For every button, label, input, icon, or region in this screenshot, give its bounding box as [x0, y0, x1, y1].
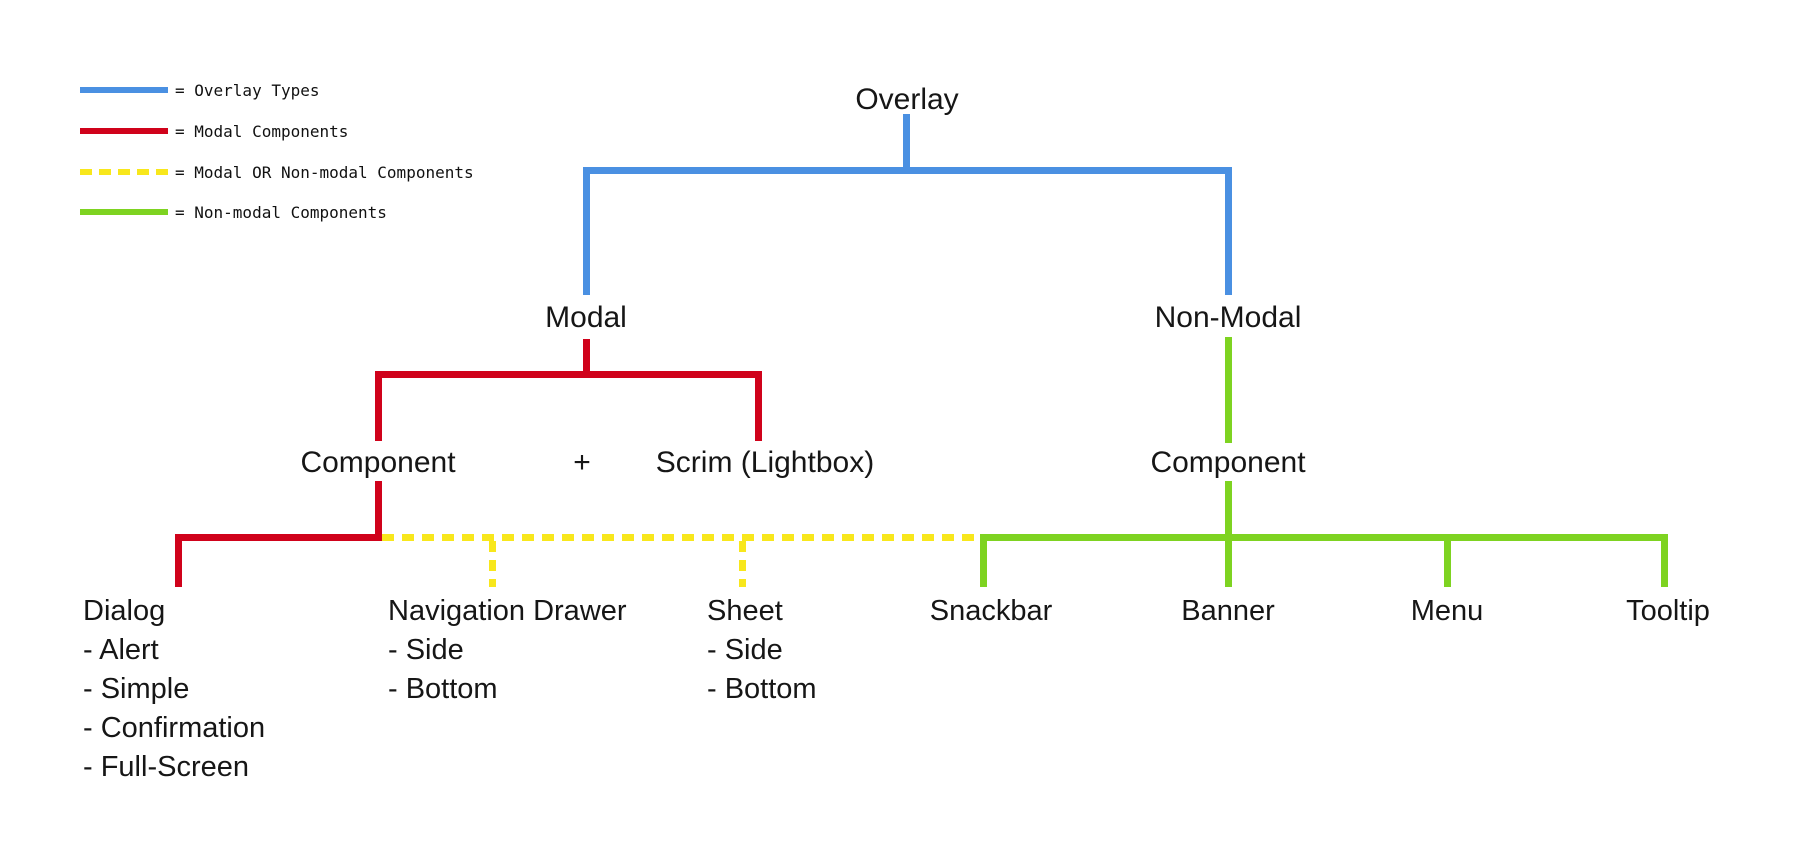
connector-to-modal — [583, 167, 590, 295]
list-item: - Bottom — [707, 673, 817, 705]
node-plus: + — [573, 446, 591, 479]
list-item: - Side — [707, 634, 783, 666]
connector-modal-component-stub — [375, 481, 382, 541]
leaf-menu: Menu — [1410, 595, 1484, 627]
node-modal: Modal — [545, 301, 627, 334]
connector-shared-horizontal-dashed — [382, 534, 984, 541]
leaf-sheet: Sheet - Side - Bottom — [707, 592, 817, 709]
legend-item-modal-components: = Modal Components — [80, 121, 348, 141]
list-item: - Simple — [83, 673, 190, 705]
legend-item-nonmodal-components: = Non-modal Components — [80, 202, 387, 222]
connector-overlay-horizontal — [583, 167, 1232, 174]
legend-label: = Non-modal Components — [175, 202, 387, 222]
node-non-modal: Non-Modal — [1154, 301, 1302, 334]
connector-to-navigation-drawer — [489, 541, 496, 587]
leaf-label-sheet: Sheet — [707, 595, 783, 627]
connector-to-scrim — [755, 371, 762, 441]
leaf-tooltip: Tooltip — [1626, 595, 1710, 627]
connector-to-non-modal — [1225, 167, 1232, 295]
node-scrim-lightbox: Scrim (Lightbox) — [655, 446, 875, 479]
legend-label: = Overlay Types — [175, 80, 320, 100]
node-overlay: Overlay — [855, 83, 959, 116]
connector-modal-stub — [583, 339, 590, 375]
connector-non-modal-to-component — [1225, 337, 1232, 443]
connector-non-modal-horizontal — [980, 534, 1668, 541]
connector-overlay-stub — [903, 114, 910, 170]
connector-to-tooltip — [1661, 534, 1668, 587]
leaf-label-navigation-drawer: Navigation Drawer — [388, 595, 627, 627]
legend-line-blue — [80, 87, 168, 93]
leaf-snackbar: Snackbar — [929, 595, 1053, 627]
list-item: - Bottom — [388, 673, 498, 705]
list-item: - Confirmation — [83, 712, 266, 744]
legend-label: = Modal OR Non-modal Components — [175, 162, 474, 182]
node-non-modal-component: Component — [1150, 446, 1306, 479]
leaf-banner: Banner — [1181, 595, 1275, 627]
list-item: - Alert — [83, 634, 159, 666]
connector-to-snackbar — [980, 534, 987, 587]
connector-to-menu — [1444, 534, 1451, 587]
connector-to-modal-component — [375, 371, 382, 441]
legend-line-green — [80, 209, 168, 215]
leaf-dialog: Dialog - Alert - Simple - Confirmation -… — [83, 592, 265, 787]
node-modal-component: Component — [300, 446, 456, 479]
legend-item-modal-or-nonmodal: = Modal OR Non-modal Components — [80, 162, 474, 182]
legend-label: = Modal Components — [175, 121, 349, 141]
legend-line-yellow-dashed — [80, 169, 168, 175]
connector-to-dialog — [175, 534, 182, 587]
connector-modal-horizontal — [375, 371, 762, 378]
connector-to-sheet — [739, 541, 746, 587]
connector-dialog-horizontal — [175, 534, 382, 541]
leaf-navigation-drawer: Navigation Drawer - Side - Bottom — [388, 592, 627, 709]
legend-line-red — [80, 128, 168, 134]
leaf-label-dialog: Dialog — [83, 595, 166, 627]
list-item: - Side — [388, 634, 464, 666]
legend-item-overlay-types: = Overlay Types — [80, 80, 320, 100]
list-item: - Full-Screen — [83, 751, 249, 783]
